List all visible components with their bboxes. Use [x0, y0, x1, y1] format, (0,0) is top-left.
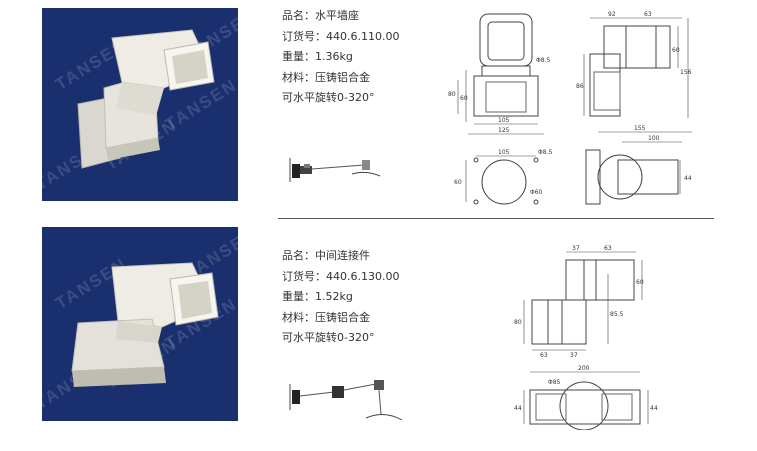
dim-label: 60: [672, 47, 680, 54]
dim-label: 60: [454, 179, 462, 186]
weight: 重量：1.36kg: [282, 50, 353, 63]
dim-label: Φ85: [548, 379, 561, 386]
mounting-illustration-wall: [289, 158, 381, 182]
dim-label: 60: [636, 279, 644, 286]
rotation-range: 可水平旋转0-320°: [282, 331, 375, 344]
dim-label: 37: [570, 352, 578, 359]
dim-label: 85.5: [610, 311, 624, 318]
dim-label: Φ8.5: [538, 149, 552, 156]
product-spec-wall-mount: 品名：水平墙座 订货号：440.6.110.00 重量：1.36kg 材料：压铸…: [282, 6, 399, 109]
dim-label: 63: [644, 11, 652, 18]
dim-label: 80: [514, 319, 522, 326]
dim-label: 44: [684, 175, 692, 182]
drawing-side-wall-mount: 92 63 60 86 156: [576, 11, 692, 118]
dim-label: 200: [578, 365, 590, 372]
product-name: 品名：中间连接件: [282, 249, 370, 262]
product-photo-middle-connector: TANSEN TANSEN TANSEN TANSEN TANSEN: [42, 227, 238, 421]
drawing-front-wall-mount: Φ8.5 80 60 105 125: [448, 13, 550, 135]
dim-label: 44: [514, 405, 522, 412]
product-photo-wall-mount: TANSEN TANSEN TANSEN TANSEN TANSEN: [42, 8, 238, 201]
dim-label: 125: [498, 127, 510, 134]
wall-mount-render: [77, 29, 215, 169]
section-divider: [278, 218, 714, 219]
product-name: 品名：水平墙座: [282, 9, 359, 22]
dim-label: 60: [460, 95, 468, 102]
material: 材料：压铸铝合金: [282, 70, 370, 84]
weight: 重量：1.52kg: [282, 290, 353, 303]
mounting-illustration-connector: [289, 380, 403, 421]
middle-connector-render: [71, 262, 219, 387]
dim-label: 86: [576, 83, 584, 90]
dim-label: 92: [608, 11, 616, 18]
drawing-side-middle-connector: 37 63 60 85.5 80 63 37: [514, 245, 644, 359]
order-number: 订货号：440.6.130.00: [282, 269, 400, 283]
drawing-plan-middle-connector: 200 Φ85 44 44: [514, 365, 658, 430]
dim-label: Φ60: [530, 189, 543, 196]
dim-label: 155: [634, 125, 646, 132]
drawing-top-wall-mount: 105 Φ8.5 60 Φ60: [454, 149, 552, 205]
rotation-range: 可水平旋转0-320°: [282, 91, 375, 104]
dim-label: Φ8.5: [536, 57, 550, 64]
dim-label: 105: [498, 117, 510, 124]
dim-label: 100: [648, 135, 660, 142]
order-number: 订货号：440.6.110.00: [282, 29, 400, 43]
dim-label: 156: [680, 69, 692, 76]
dim-label: 37: [572, 245, 580, 252]
dim-label: 80: [448, 91, 456, 98]
material: 材料：压铸铝合金: [282, 310, 370, 324]
dim-label: 63: [540, 352, 548, 359]
dim-label: 44: [650, 405, 658, 412]
product-spec-middle-connector: 品名：中间连接件 订货号：440.6.130.00 重量：1.52kg 材料：压…: [282, 246, 399, 349]
drawing-plan-wall-mount: 155 100 44: [585, 125, 692, 205]
dim-label: 63: [604, 245, 612, 252]
dim-label: 105: [498, 149, 510, 156]
